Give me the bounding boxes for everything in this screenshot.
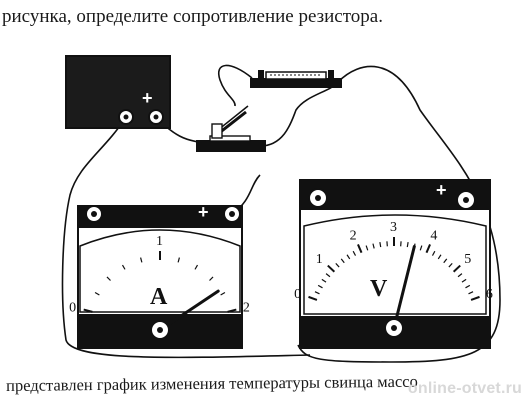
ammeter-scale-tick <box>121 264 126 270</box>
ammeter-scale-tick <box>194 264 199 270</box>
ammeter-scale: 0 1 2 <box>69 234 250 316</box>
voltmeter-scale-tick <box>308 295 318 301</box>
voltmeter-scale-tick <box>365 245 369 251</box>
voltmeter-scale-tick <box>321 278 327 283</box>
voltmeter-scale-tick <box>425 244 431 254</box>
ammeter: + 0 1 2 A <box>69 202 250 349</box>
voltmeter-unit-letter: V <box>370 276 388 302</box>
ammeter-scale-tick <box>220 291 226 296</box>
ammeter-scale-tick <box>140 257 143 263</box>
voltmeter-scale-label: 2 <box>350 228 357 243</box>
voltmeter-scale-tick <box>437 254 442 260</box>
voltmeter-scale-tick <box>357 244 363 254</box>
voltmeter-scale-label: 3 <box>390 220 397 235</box>
voltmeter-scale-tick <box>443 258 448 264</box>
voltmeter-scale-tick <box>314 291 320 295</box>
voltmeter-scale-tick <box>379 242 382 248</box>
voltmeter-scale-tick <box>470 295 480 301</box>
voltmeter-scale-tick <box>419 245 423 251</box>
voltmeter-needle <box>392 244 416 330</box>
resistor <box>250 70 342 88</box>
ammeter-scale-tick <box>94 291 100 296</box>
voltmeter-scale-label: 5 <box>464 252 471 267</box>
ammeter-scale-tick <box>106 276 111 281</box>
voltmeter-scale-tick <box>335 262 340 268</box>
voltmeter-scale-label: 4 <box>430 228 437 243</box>
voltmeter-scale-tick <box>340 258 345 264</box>
switch <box>196 105 266 152</box>
power-source: + <box>65 55 171 129</box>
voltmeter-scale-label: 0 <box>294 287 301 302</box>
voltmeter-scale-tick <box>406 242 409 248</box>
voltmeter-scale-tick <box>346 254 351 260</box>
voltmeter-scale-tick <box>452 264 461 273</box>
voltmeter-scale-tick <box>372 243 375 249</box>
ammeter-scale-tick <box>209 276 214 281</box>
voltmeter: + 0 1 2 3 4 5 6 V <box>294 179 493 349</box>
voltmeter-scale-tick <box>327 264 336 273</box>
ammeter-scale-label: 2 <box>243 301 250 316</box>
voltmeter-scale-tick <box>325 273 331 278</box>
wires <box>61 64 501 363</box>
ammeter-needle <box>158 289 220 332</box>
voltmeter-plus-sign: + <box>436 180 447 200</box>
voltmeter-scale-tick <box>448 262 453 268</box>
voltmeter-scale-tick <box>468 291 474 295</box>
voltmeter-scale-tick <box>431 250 436 256</box>
ammeter-scale-label: 1 <box>156 234 163 249</box>
voltmeter-scale-label: 1 <box>316 252 323 267</box>
voltmeter-scale-tick <box>317 284 323 289</box>
ammeter-scale-tick <box>177 257 180 263</box>
ammeter-plus-sign: + <box>198 202 209 222</box>
voltmeter-scale-label: 6 <box>486 287 493 302</box>
ammeter-unit-letter: A <box>150 284 168 310</box>
voltmeter-scale-tick <box>465 284 471 289</box>
watermark: online-otvet.ru <box>407 380 522 397</box>
task-text-top: рисунка, определите сопротивление резист… <box>2 6 383 27</box>
voltmeter-scale-tick <box>457 273 463 278</box>
voltmeter-scale-tick <box>352 250 357 256</box>
ammeter-scale-tick <box>83 308 93 313</box>
ammeter-scale-tick <box>227 308 237 313</box>
source-plus-sign: + <box>142 88 153 108</box>
ammeter-scale-label: 0 <box>69 301 76 316</box>
voltmeter-scale-tick <box>461 278 467 283</box>
